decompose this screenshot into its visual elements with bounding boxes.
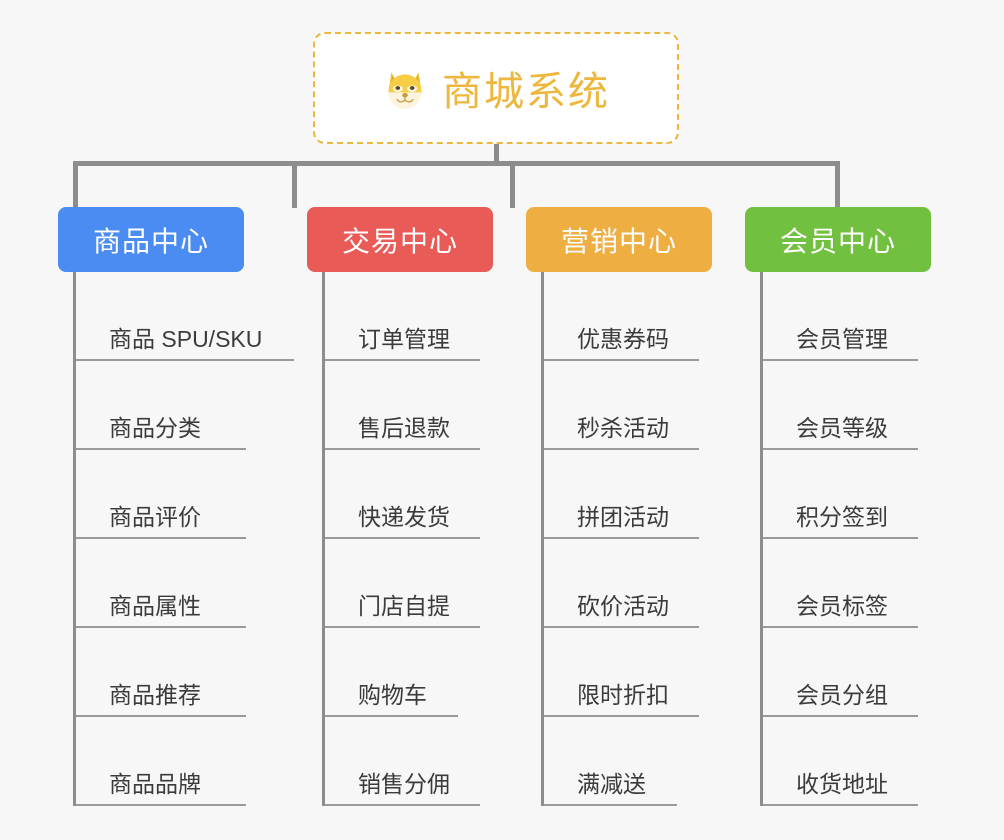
list-item[interactable]: 满减送: [544, 717, 712, 806]
list-item[interactable]: 商品 SPU/SKU: [76, 272, 294, 361]
branch-column-1: 商品中心 商品 SPU/SKU 商品分类 商品评价 商品属性 商品推荐 商品品牌: [58, 207, 294, 806]
leaf-label: 门店自提: [358, 593, 450, 619]
branch-column-3: 营销中心 优惠券码 秒杀活动 拼团活动 砍价活动 限时折扣 满减送: [526, 207, 712, 806]
list-item[interactable]: 秒杀活动: [544, 361, 712, 450]
list-item[interactable]: 商品属性: [76, 539, 246, 628]
leaf-list-2: 订单管理 售后退款 快递发货 门店自提 购物车 销售分佣: [322, 272, 493, 806]
leaf-list-1: 商品 SPU/SKU 商品分类 商品评价 商品属性 商品推荐 商品品牌: [73, 272, 294, 806]
leaf-label: 商品分类: [109, 415, 201, 441]
leaf-label: 商品推荐: [109, 682, 201, 708]
category-header-label: 商品中心: [92, 225, 209, 257]
shiba-dog-face-icon: [382, 65, 428, 111]
list-item[interactable]: 售后退款: [325, 361, 493, 450]
list-item[interactable]: 门店自提: [325, 539, 493, 628]
leaf-label: 会员分组: [796, 682, 888, 708]
leaf-label: 拼团活动: [577, 504, 669, 530]
category-header-3[interactable]: 营销中心: [526, 207, 712, 272]
leaf-label: 限时折扣: [577, 682, 669, 708]
leaf-label: 收货地址: [796, 771, 888, 797]
list-item[interactable]: 购物车: [325, 628, 493, 717]
list-item[interactable]: 会员管理: [763, 272, 931, 361]
connector-drop-1: [73, 161, 78, 208]
connector-drop-4: [835, 161, 840, 208]
leaf-label: 会员等级: [796, 415, 888, 441]
category-header-label: 交易中心: [341, 225, 458, 257]
branch-column-4: 会员中心 会员管理 会员等级 积分签到 会员标签 会员分组 收货地址: [745, 207, 931, 806]
category-header-label: 营销中心: [560, 225, 677, 257]
list-item[interactable]: 限时折扣: [544, 628, 712, 717]
list-item[interactable]: 销售分佣: [325, 717, 493, 806]
connector-drop-2: [292, 161, 297, 208]
list-item[interactable]: 会员分组: [763, 628, 931, 717]
leaf-label: 优惠券码: [577, 326, 669, 352]
list-item[interactable]: 会员等级: [763, 361, 931, 450]
list-item[interactable]: 商品评价: [76, 450, 246, 539]
leaf-label: 积分签到: [796, 504, 888, 530]
connector-root-stem: [494, 144, 499, 165]
leaf-list-3: 优惠券码 秒杀活动 拼团活动 砍价活动 限时折扣 满减送: [541, 272, 712, 806]
leaf-label: 商品 SPU/SKU: [109, 326, 263, 352]
list-item[interactable]: 会员标签: [763, 539, 931, 628]
list-item[interactable]: 积分签到: [763, 450, 931, 539]
leaf-label: 商品评价: [109, 504, 201, 530]
list-item[interactable]: 拼团活动: [544, 450, 712, 539]
list-item[interactable]: 订单管理: [325, 272, 493, 361]
category-header-label: 会员中心: [779, 225, 896, 257]
leaf-label: 会员管理: [796, 326, 888, 352]
list-item[interactable]: 商品推荐: [76, 628, 246, 717]
leaf-label: 满减送: [577, 771, 646, 797]
connector-horizontal-bus: [73, 161, 840, 166]
leaf-label: 秒杀活动: [577, 415, 669, 441]
list-item[interactable]: 商品分类: [76, 361, 246, 450]
category-header-4[interactable]: 会员中心: [745, 207, 931, 272]
list-item[interactable]: 商品品牌: [76, 717, 246, 806]
list-item[interactable]: 优惠券码: [544, 272, 712, 361]
branch-column-2: 交易中心 订单管理 售后退款 快递发货 门店自提 购物车 销售分佣: [307, 207, 493, 806]
leaf-label: 商品属性: [109, 593, 201, 619]
category-header-1[interactable]: 商品中心: [58, 207, 244, 272]
leaf-label: 商品品牌: [109, 771, 201, 797]
category-header-2[interactable]: 交易中心: [307, 207, 493, 272]
list-item[interactable]: 收货地址: [763, 717, 931, 806]
list-item[interactable]: 快递发货: [325, 450, 493, 539]
leaf-label: 购物车: [358, 682, 427, 708]
list-item[interactable]: 砍价活动: [544, 539, 712, 628]
root-node[interactable]: 商城系统: [313, 32, 679, 144]
leaf-label: 订单管理: [358, 326, 450, 352]
connector-drop-3: [510, 161, 515, 208]
leaf-label: 销售分佣: [358, 771, 450, 797]
leaf-label: 砍价活动: [577, 593, 669, 619]
leaf-label: 快递发货: [358, 504, 450, 530]
root-title: 商城系统: [442, 70, 610, 114]
leaf-label: 会员标签: [796, 593, 888, 619]
leaf-label: 售后退款: [358, 415, 450, 441]
leaf-list-4: 会员管理 会员等级 积分签到 会员标签 会员分组 收货地址: [760, 272, 931, 806]
